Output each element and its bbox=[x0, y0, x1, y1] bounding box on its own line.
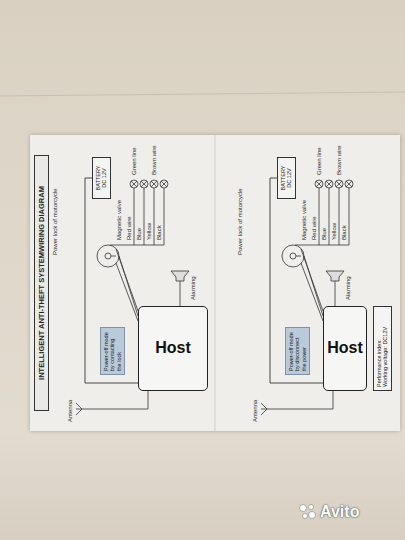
wire-label: Black bbox=[341, 224, 348, 241]
wire-label: Red wire bbox=[126, 215, 133, 241]
watermark-logo bbox=[298, 502, 318, 522]
node-text: BATTERY DC 12V bbox=[280, 161, 293, 195]
power-wire bbox=[270, 178, 323, 383]
battery-box: BATTERY DC 12V bbox=[92, 157, 111, 199]
node-text: Power-off mode by contacting the lock bbox=[103, 331, 122, 371]
wire-label: Brown wire bbox=[151, 144, 158, 176]
node-text: Host bbox=[155, 341, 191, 357]
diagram-title: INTELLIGENT ANTI-THEFT SYSTEMWIRING DIAG… bbox=[34, 155, 49, 411]
node-text: Power-off mode by disconnect the power bbox=[288, 331, 307, 371]
wire-label: Blue bbox=[321, 227, 328, 241]
wire-label: Red wire bbox=[311, 215, 318, 241]
wire-label: Alarming bbox=[345, 275, 352, 301]
node-text: Working voltage: DC12V bbox=[382, 310, 388, 387]
wire-label: Green line bbox=[316, 146, 323, 176]
wire-label: Yellow bbox=[146, 222, 153, 241]
power-wire bbox=[85, 178, 138, 383]
wire-label: Antenna bbox=[67, 399, 74, 423]
wire-label: Power lock of motorcycle bbox=[237, 187, 244, 256]
wire-label: Alarming bbox=[190, 275, 197, 301]
wire-label: Green line bbox=[131, 146, 138, 176]
wire-label: Antenna bbox=[252, 399, 259, 423]
wire-label: Magnetic valve bbox=[116, 199, 123, 241]
wire-label: Brown wire bbox=[336, 144, 343, 176]
wire-label: Blue bbox=[136, 227, 143, 241]
note-box: Power-off mode by disconnect the power bbox=[285, 327, 310, 375]
node-text: Host bbox=[327, 341, 363, 357]
battery-box: BATTERY DC 12V bbox=[277, 157, 296, 199]
spec-box: Performance index:Working voltage: DC12V bbox=[373, 306, 392, 391]
watermark: Avito bbox=[320, 503, 359, 521]
wire-label: Power lock of motorcycle bbox=[52, 187, 59, 256]
host-box: Host bbox=[138, 306, 208, 391]
wire-label: Yellow bbox=[331, 222, 338, 241]
node-text: BATTERY DC 12V bbox=[95, 161, 108, 195]
host-box: Host bbox=[323, 306, 367, 391]
wire-label: Magnetic valve bbox=[301, 199, 308, 241]
note-box: Power-off mode by contacting the lock bbox=[100, 327, 125, 375]
leaflet-sheet: INTELLIGENT ANTI-THEFT SYSTEMWIRING DIAG… bbox=[30, 135, 400, 431]
wire-label: Black bbox=[156, 224, 163, 241]
node-text: Performance index: bbox=[376, 310, 382, 387]
